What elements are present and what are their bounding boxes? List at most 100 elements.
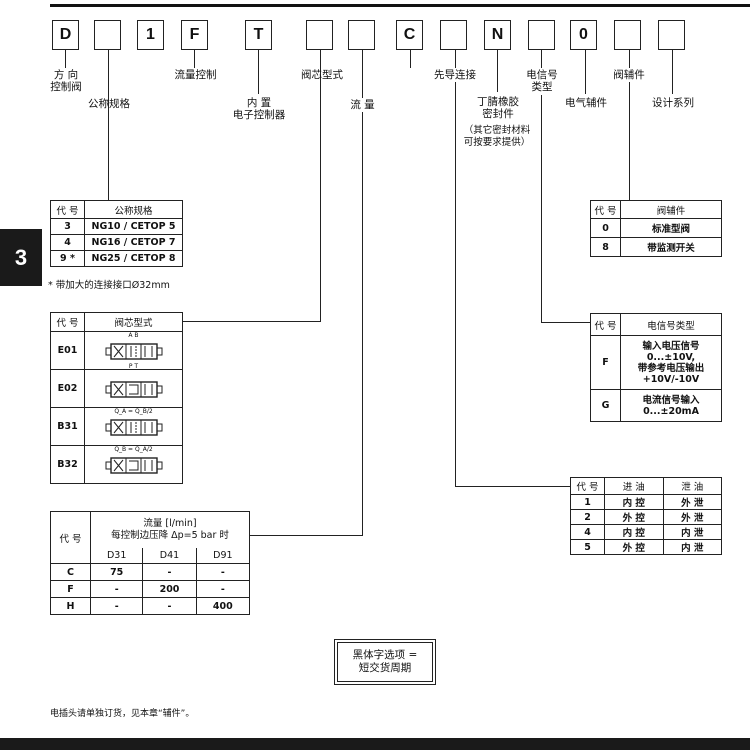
spool-top-label: Q_B = Q_A/2 <box>114 446 153 453</box>
table-cell: 4 <box>570 524 605 540</box>
code-box <box>306 20 333 50</box>
code-box: 0 <box>570 20 597 50</box>
table-header: 电信号类型 <box>620 313 722 336</box>
table-cell: 带监测开关 <box>620 237 722 257</box>
table-cell <box>84 369 183 408</box>
chapter-tab: 3 <box>0 229 42 286</box>
table-cell: 内 泄 <box>662 524 722 540</box>
table-header: 进 油 <box>604 477 664 495</box>
label-valve-options: 阀辅件 <box>613 69 645 81</box>
bottom-note: 电插头请单独订货，见本章“辅件”。 <box>50 709 195 719</box>
label-signal: 电信号 类型 <box>526 69 558 93</box>
label-spool-type: 阀芯型式 <box>301 69 343 81</box>
label-flow: 流 量 <box>350 99 375 111</box>
top-rule <box>50 4 750 7</box>
table-cell: 输入电压信号 0...±10V, 带参考电压输出 +10V/-10V <box>620 335 722 390</box>
label-seal: 丁腈橡胶 密封件 <box>477 96 519 120</box>
table-row: H--400 <box>50 597 251 615</box>
table-cell: - <box>89 597 144 615</box>
table-cell: 内 控 <box>604 494 664 510</box>
code-box: D <box>52 20 79 50</box>
code-box: F <box>181 20 208 50</box>
bold-box-line2: 短交货周期 <box>358 662 412 674</box>
table-cell: 3 <box>50 218 85 235</box>
spool-top-label: Q_A = Q_B/2 <box>114 408 153 415</box>
code-box: T <box>245 20 272 50</box>
table-header: 泄 油 <box>662 477 722 495</box>
spool-bottom-label <box>87 439 180 445</box>
table-cell: E01 <box>50 331 85 370</box>
label-pilot: 先导连接 <box>434 69 476 81</box>
label-electronics: 内 置 电子控制器 <box>232 97 286 121</box>
spool-bottom-label: P T <box>128 363 139 370</box>
code-box <box>528 20 555 50</box>
table-cell: - <box>195 580 251 598</box>
table-cell: Q_A = Q_B/2 <box>84 407 183 446</box>
code-box: 1 <box>137 20 164 50</box>
bold-options-box: 黑体字选项 = 短交货周期 <box>334 639 436 685</box>
table-cell: 8 <box>590 237 621 257</box>
table-cell: 400 <box>195 597 251 615</box>
table-header: D91 <box>195 547 251 564</box>
table-cell: NG25 / CETOP 8 <box>84 250 183 267</box>
table-cell: NG10 / CETOP 5 <box>84 218 183 235</box>
table-header: 代 号 <box>590 313 621 336</box>
spool-symbol-icon <box>105 343 162 360</box>
table-header: D41 <box>142 547 197 564</box>
table-cell: C <box>50 563 91 581</box>
table-row: F-200- <box>50 580 251 598</box>
table-cell: 200 <box>142 580 197 598</box>
label-seal-note: （其它密封材料 可按要求提供） <box>463 125 531 148</box>
table-cell: 外 泄 <box>662 509 722 525</box>
size-footnote: * 带加大的连接接口Ø32mm <box>48 280 170 291</box>
table-header: 代 号 <box>590 200 621 219</box>
code-box <box>658 20 685 50</box>
table-cell: - <box>89 580 144 598</box>
table-header: 公称规格 <box>84 200 183 219</box>
table-cell: 9 * <box>50 250 85 267</box>
table-cell: NG16 / CETOP 7 <box>84 234 183 251</box>
table-cell: F <box>50 580 91 598</box>
spool-symbol-icon <box>105 419 162 436</box>
table-cell: 内 泄 <box>662 539 722 555</box>
table-header: D31 <box>89 547 144 564</box>
spool-symbol-icon <box>105 457 162 474</box>
table-row: E02 <box>50 369 183 408</box>
table-cell: G <box>590 389 621 422</box>
table-cell: 1 <box>570 494 605 510</box>
code-box: C <box>396 20 423 50</box>
table-header: 阀芯型式 <box>84 312 183 332</box>
table-cell: B31 <box>50 407 85 446</box>
label-elec-options: 电气辅件 <box>565 97 607 109</box>
table-header: 代 号 <box>50 312 85 332</box>
table-cell: 内 控 <box>604 524 664 540</box>
spool-top-label <box>87 370 180 377</box>
spool-bottom-label <box>87 477 180 483</box>
table-cell: Q_B = Q_A/2 <box>84 445 183 484</box>
code-box <box>94 20 121 50</box>
table-cell: 4 <box>50 234 85 251</box>
table-header: 代 号 <box>570 477 605 495</box>
code-box: N <box>484 20 511 50</box>
code-box <box>440 20 467 50</box>
code-box <box>348 20 375 50</box>
table-cell: 2 <box>570 509 605 525</box>
label-flow-control: 流量控制 <box>174 69 217 81</box>
bottom-bar <box>0 738 750 750</box>
spool-bottom-label <box>87 401 180 407</box>
table-header: 代 号 <box>50 511 91 564</box>
table-cell: 0 <box>590 218 621 238</box>
